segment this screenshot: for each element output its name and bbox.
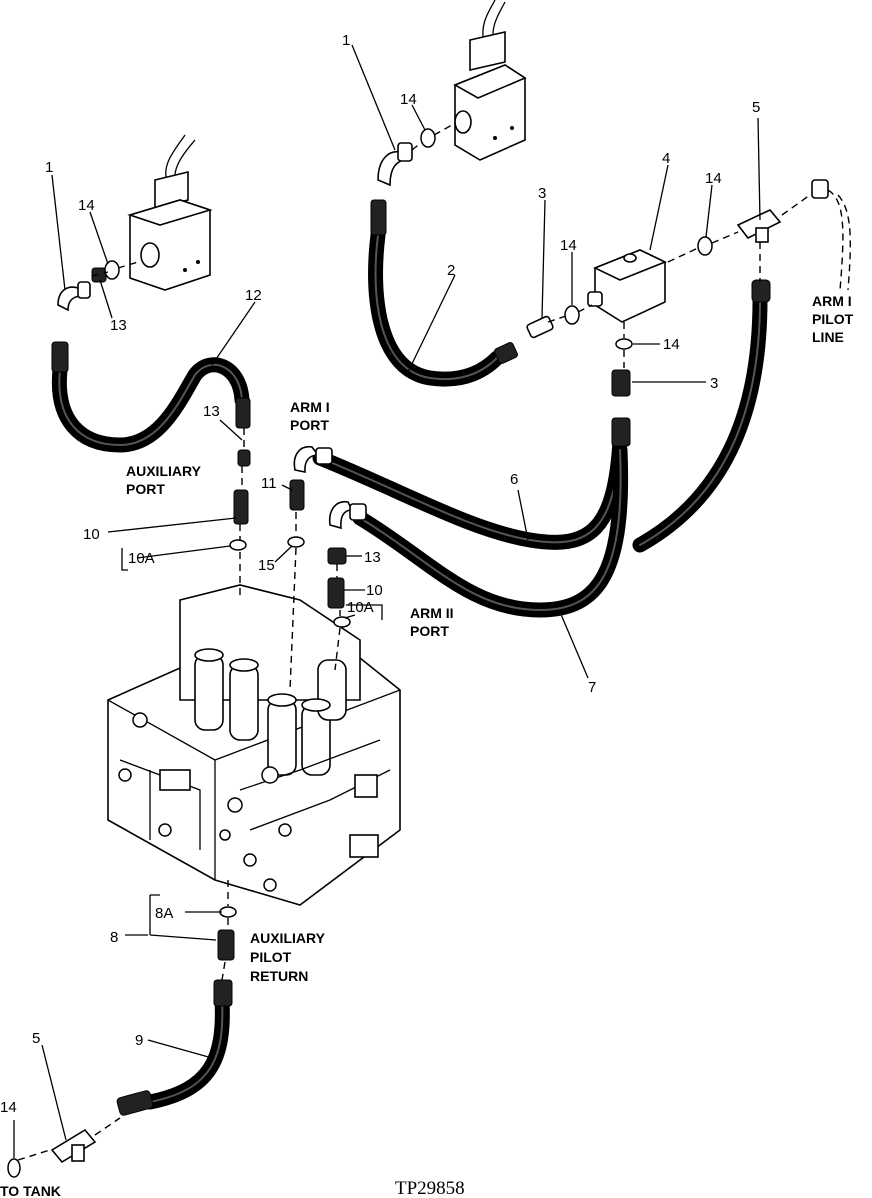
callout-8: 8 [110, 929, 118, 946]
auxiliary-port-label-line1: AUXILIARY [126, 463, 202, 479]
arm1-port-label-line1: ARM I [290, 399, 330, 415]
arm1-pilot-line-label-line2: PILOT [812, 311, 854, 327]
assembly-lines [17, 124, 811, 1161]
right-solenoid-valve [453, 0, 527, 161]
arm1-pilot-line-label-line1: ARM I [812, 293, 852, 309]
leader-lines [13, 44, 761, 1158]
hose-12 [51, 357, 250, 453]
hose-7 [352, 442, 629, 618]
callout-14f: 14 [0, 1099, 17, 1116]
callout-11: 11 [261, 475, 277, 492]
callout-7: 7 [588, 679, 596, 696]
port-labels: ARM I PORT AUXILIARY PORT ARM II PORT AR… [0, 293, 854, 1198]
callout-6: 6 [510, 471, 518, 488]
arm2-port-label-line2: PORT [410, 623, 449, 639]
control-valve-block [107, 584, 401, 906]
callout-5b: 5 [32, 1030, 40, 1047]
hose-2 [368, 227, 505, 387]
callout-13b: 13 [203, 403, 220, 420]
hose-6 [312, 432, 628, 550]
hose-arm1-pilot [632, 292, 768, 553]
figure-id: TP29858 [395, 1178, 465, 1198]
callout-5a: 5 [752, 99, 760, 116]
callout-9: 9 [135, 1032, 143, 1049]
callout-10Ab: 10A [347, 599, 374, 616]
callout-1b: 1 [342, 32, 350, 49]
arm2-port-label-line1: ARM II [410, 605, 454, 621]
callout-4: 4 [662, 150, 670, 167]
callout-8A: 8A [155, 905, 173, 922]
arm1-pilot-line-label-line3: LINE [812, 329, 844, 345]
auxiliary-pilot-return-label-line3: RETURN [250, 968, 308, 984]
callout-10a: 10 [83, 526, 100, 543]
callout-3b: 3 [710, 375, 718, 392]
callout-12: 12 [245, 287, 262, 304]
callout-14e: 14 [663, 336, 680, 353]
callout-13a: 13 [110, 317, 127, 334]
auxiliary-port-label-line2: PORT [126, 481, 165, 497]
fittings [50, 142, 851, 1164]
callout-14a: 14 [78, 197, 95, 214]
callout-3a: 3 [538, 185, 546, 202]
callout-14b: 14 [400, 91, 417, 108]
callout-10b: 10 [366, 582, 383, 599]
callout-15: 15 [258, 557, 275, 574]
callout-13c: 13 [364, 549, 381, 566]
hose-9 [142, 992, 230, 1110]
callout-2: 2 [447, 262, 455, 279]
left-solenoid-valve [127, 134, 213, 291]
callout-14d: 14 [705, 170, 722, 187]
to-tank-label: TO TANK [0, 1183, 61, 1198]
o-rings [7, 128, 713, 1178]
callout-14c: 14 [560, 237, 577, 254]
callout-numbers: 1 1 2 3 3 4 5 5 6 7 8 8A 9 10 10 10A 10A… [0, 32, 760, 1116]
auxiliary-pilot-return-label-line1: AUXILIARY [250, 930, 326, 946]
auxiliary-pilot-return-label-line2: PILOT [250, 949, 292, 965]
callout-1a: 1 [45, 159, 53, 176]
arm1-port-label-line2: PORT [290, 417, 329, 433]
callout-10Aa: 10A [128, 550, 155, 567]
